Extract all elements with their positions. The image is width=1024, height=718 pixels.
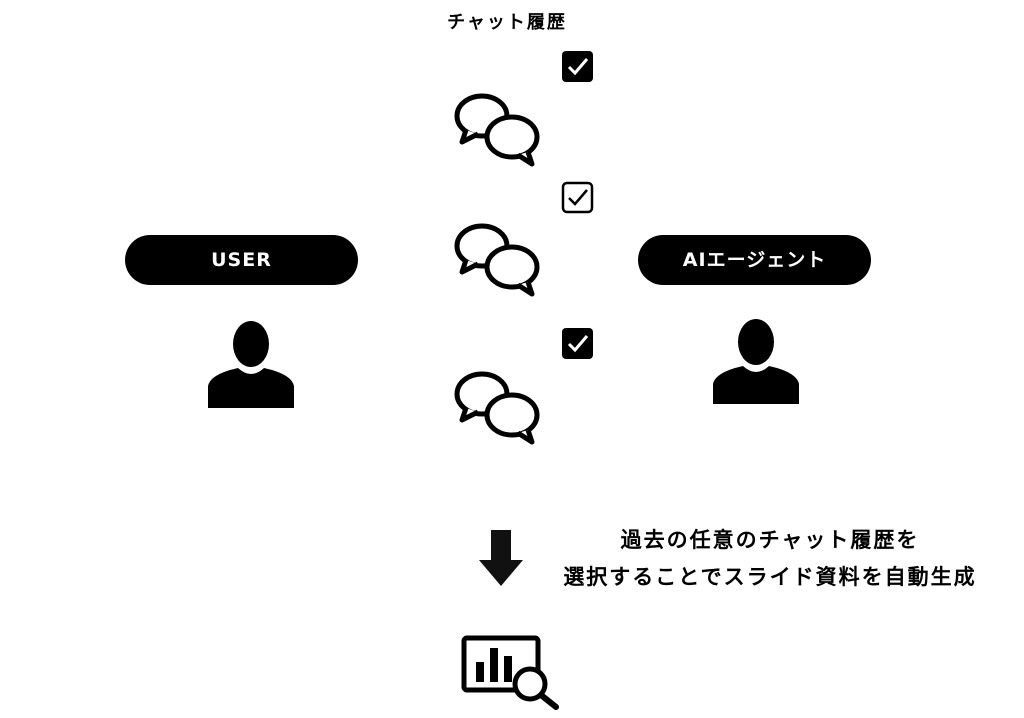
chat-bubbles-icon[interactable] bbox=[452, 370, 548, 446]
chat-bubbles-icon[interactable] bbox=[452, 222, 548, 298]
chat-history-title: チャット履歴 bbox=[447, 12, 567, 33]
history-checkbox[interactable] bbox=[561, 327, 594, 360]
chat-bubbles-icon[interactable] bbox=[452, 92, 548, 168]
user-person-icon bbox=[208, 321, 294, 408]
agent-person-icon bbox=[713, 319, 799, 404]
down-arrow-icon bbox=[479, 530, 523, 586]
caption-line2: 選択することでスライド資料を自動生成 bbox=[563, 565, 977, 589]
caption-line1: 過去の任意のチャット履歴を bbox=[620, 528, 920, 552]
user-label: USER bbox=[125, 235, 358, 285]
history-checkbox[interactable] bbox=[561, 181, 594, 214]
agent-label: AIエージェント bbox=[638, 235, 871, 285]
caption: 過去の任意のチャット履歴を 選択することでスライド資料を自動生成 bbox=[530, 522, 1010, 596]
history-checkbox[interactable] bbox=[561, 50, 594, 83]
report-analysis-icon bbox=[461, 635, 559, 710]
